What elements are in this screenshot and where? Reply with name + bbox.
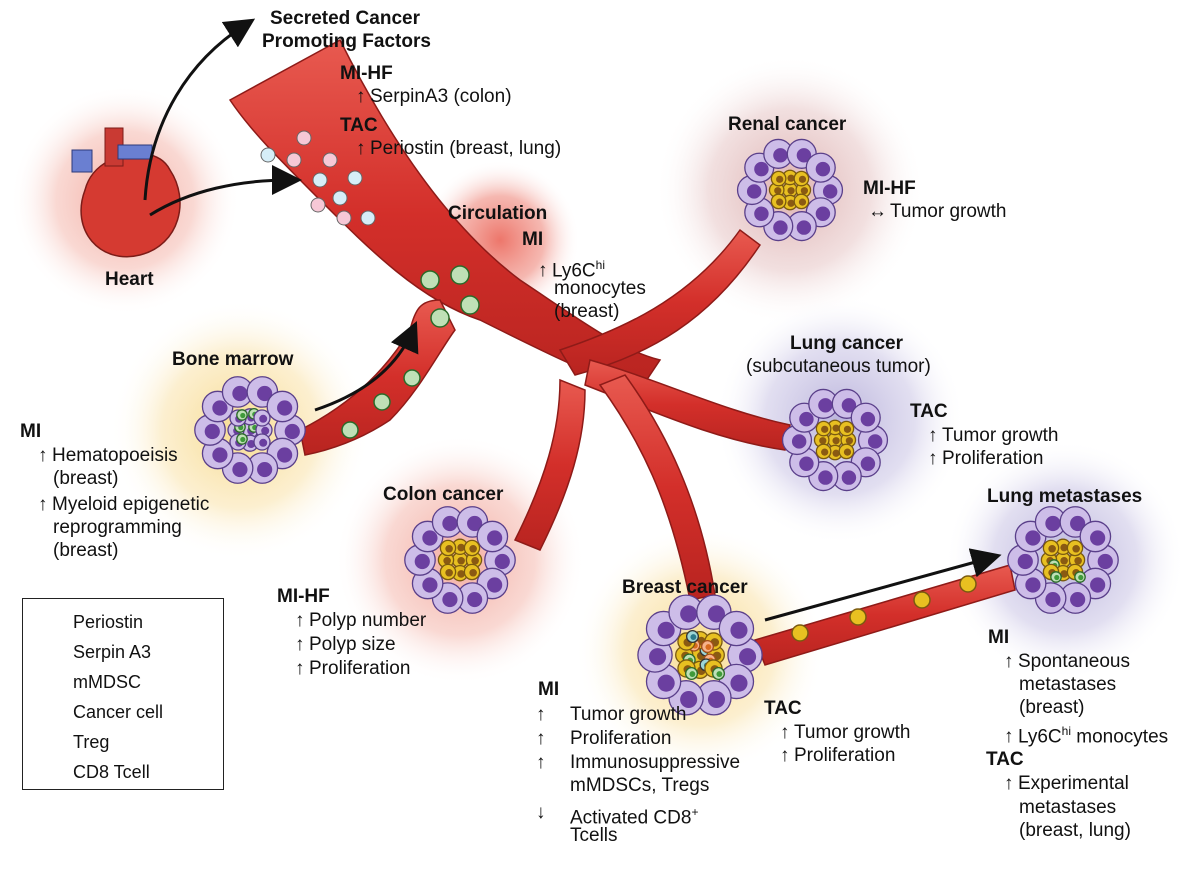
renal-tumor bbox=[736, 138, 844, 242]
breast-mi-item-2: Proliferation bbox=[570, 728, 672, 749]
legend-item-cd8: CD8 Tcell bbox=[73, 761, 150, 782]
bone-marrow-item2-line2: reprogramming bbox=[53, 517, 182, 538]
breast-tac-item-2: Proliferation bbox=[780, 744, 895, 767]
lung-cancer-subtitle: (subcutaneous tumor) bbox=[746, 356, 931, 377]
bone-marrow-item1-line2: (breast) bbox=[53, 468, 119, 489]
renal-vessel bbox=[558, 228, 762, 376]
secreted-tac-label: TAC bbox=[340, 115, 378, 136]
lung-met-title: Lung metastases bbox=[987, 486, 1143, 507]
lung-cancer-item-2: Proliferation bbox=[928, 447, 1043, 470]
bone-marrow-mi-label: MI bbox=[20, 421, 42, 442]
circulation-item-line1: Ly6Chi bbox=[538, 254, 605, 282]
circulation-title: Circulation bbox=[448, 203, 548, 224]
circulation-mi-label: MI bbox=[522, 229, 544, 250]
legend-item-serpin: Serpin A3 bbox=[73, 641, 152, 662]
circulating-cancer-cells bbox=[791, 575, 977, 642]
secreted-particles bbox=[260, 130, 376, 226]
breast-tac-label: TAC bbox=[764, 698, 802, 719]
renal-mihf-label: MI-HF bbox=[863, 178, 916, 199]
lung-met-mi-item-4: Ly6Chi monocytes bbox=[1004, 720, 1168, 748]
secreted-mihf-item: SerpinA3 (colon) bbox=[356, 85, 512, 108]
colon-title: Colon cancer bbox=[383, 484, 504, 505]
lung-met-mi-item-3: (breast) bbox=[1019, 697, 1085, 718]
bone-marrow-item2-line3: (breast) bbox=[53, 540, 119, 561]
secreted-mihf-label: MI-HF bbox=[340, 63, 393, 84]
bone-marrow-item2-line1: Myeloid epigenetic bbox=[38, 493, 209, 516]
bone-marrow-item1-line1: Hematopoeisis bbox=[38, 444, 178, 467]
legend-item-treg: Treg bbox=[73, 731, 110, 752]
colon-item-1: Polyp number bbox=[295, 609, 426, 632]
circulation-item-line2: monocytes bbox=[554, 278, 646, 299]
colon-mihf-label: MI-HF bbox=[277, 586, 330, 607]
secreted-title-line1: Secreted Cancer bbox=[270, 8, 420, 29]
lung-cancer-title: Lung cancer bbox=[790, 333, 903, 354]
breast-tumor bbox=[637, 594, 763, 716]
lung-met-mi-item-2: metastases bbox=[1019, 674, 1117, 695]
breast-mi-label: MI bbox=[538, 679, 560, 700]
renal-item: Tumor growth bbox=[868, 200, 1007, 223]
colon-item-2: Polyp size bbox=[295, 633, 396, 656]
legend: Periostin Serpin A3 mMDSC Cancer cell Tr… bbox=[22, 598, 224, 790]
bone-marrow-arrow bbox=[314, 321, 419, 412]
heart-illustration bbox=[71, 127, 181, 258]
bone-marrow-title: Bone marrow bbox=[172, 349, 294, 370]
breast-mi-item-4: mMDSCs, Tregs bbox=[570, 775, 710, 796]
colon-vessel bbox=[513, 378, 586, 551]
circulating-mmdsc bbox=[341, 265, 480, 439]
blood-vessels bbox=[228, 38, 1016, 666]
lung-cancer-tac-label: TAC bbox=[910, 401, 948, 422]
legend-item-periostin: Periostin bbox=[73, 611, 144, 632]
colon-tumor bbox=[404, 506, 516, 614]
breast-mi-item-6: Tcells bbox=[570, 825, 618, 846]
lung-cancer-item-1: Tumor growth bbox=[928, 424, 1059, 447]
lung-met-mi-label: MI bbox=[988, 627, 1010, 648]
breast-arrow-4: ↓ bbox=[536, 802, 546, 823]
lung-met-tac-item-1: Experimental bbox=[1004, 772, 1129, 795]
breast-tac-item-1: Tumor growth bbox=[780, 721, 911, 744]
lung-met-tumor bbox=[1007, 506, 1119, 614]
circulation-item-line3: (breast) bbox=[554, 301, 620, 322]
breast-title: Breast cancer bbox=[622, 577, 748, 598]
bone-marrow-cluster bbox=[194, 376, 306, 484]
colon-item-3: Proliferation bbox=[295, 657, 410, 680]
lung-met-tac-label: TAC bbox=[986, 749, 1024, 770]
heart-label: Heart bbox=[105, 269, 154, 290]
lung-cancer-tumor bbox=[781, 388, 889, 492]
lung-met-tac-item-3: (breast, lung) bbox=[1019, 820, 1131, 841]
breast-mi-item-1: Tumor growth bbox=[570, 704, 687, 725]
secreted-title-line2: Promoting Factors bbox=[262, 31, 431, 52]
breast-mi-item-3: Immunosuppressive bbox=[570, 752, 741, 773]
lung-cancer-glow bbox=[715, 295, 965, 545]
breast-arrow-3: ↑ bbox=[536, 752, 546, 773]
heart-to-vessel-arrow bbox=[149, 165, 302, 217]
breast-arrow-1: ↑ bbox=[536, 704, 546, 725]
secreted-tac-item: Periostin (breast, lung) bbox=[356, 137, 561, 160]
legend-item-mmdsc: mMDSC bbox=[73, 671, 141, 692]
breast-arrow-2: ↑ bbox=[536, 728, 546, 749]
metastasis-arrow bbox=[764, 548, 1002, 622]
heart-to-secreted-arrow bbox=[143, 18, 256, 201]
renal-title: Renal cancer bbox=[728, 114, 847, 135]
breast-mi-item-5: Activated CD8+ bbox=[570, 805, 699, 829]
lung-met-tac-item-2: metastases bbox=[1019, 797, 1117, 818]
legend-item-cancer-cell: Cancer cell bbox=[73, 701, 164, 722]
lung-met-mi-item-1: Spontaneous bbox=[1004, 650, 1130, 673]
